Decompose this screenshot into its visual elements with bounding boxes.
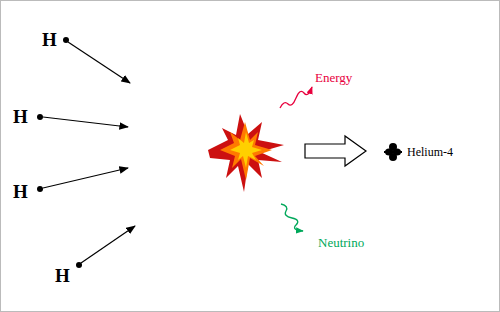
hydrogen-label: H: [13, 182, 28, 201]
hydrogen-label: H: [55, 266, 70, 285]
neutrino-label: Neutrino: [318, 236, 364, 249]
product-label: Helium-4: [407, 146, 453, 158]
hydrogen-label: H: [13, 107, 28, 126]
energy-label: Energy: [315, 71, 352, 84]
hydrogen-label: H: [42, 30, 57, 49]
